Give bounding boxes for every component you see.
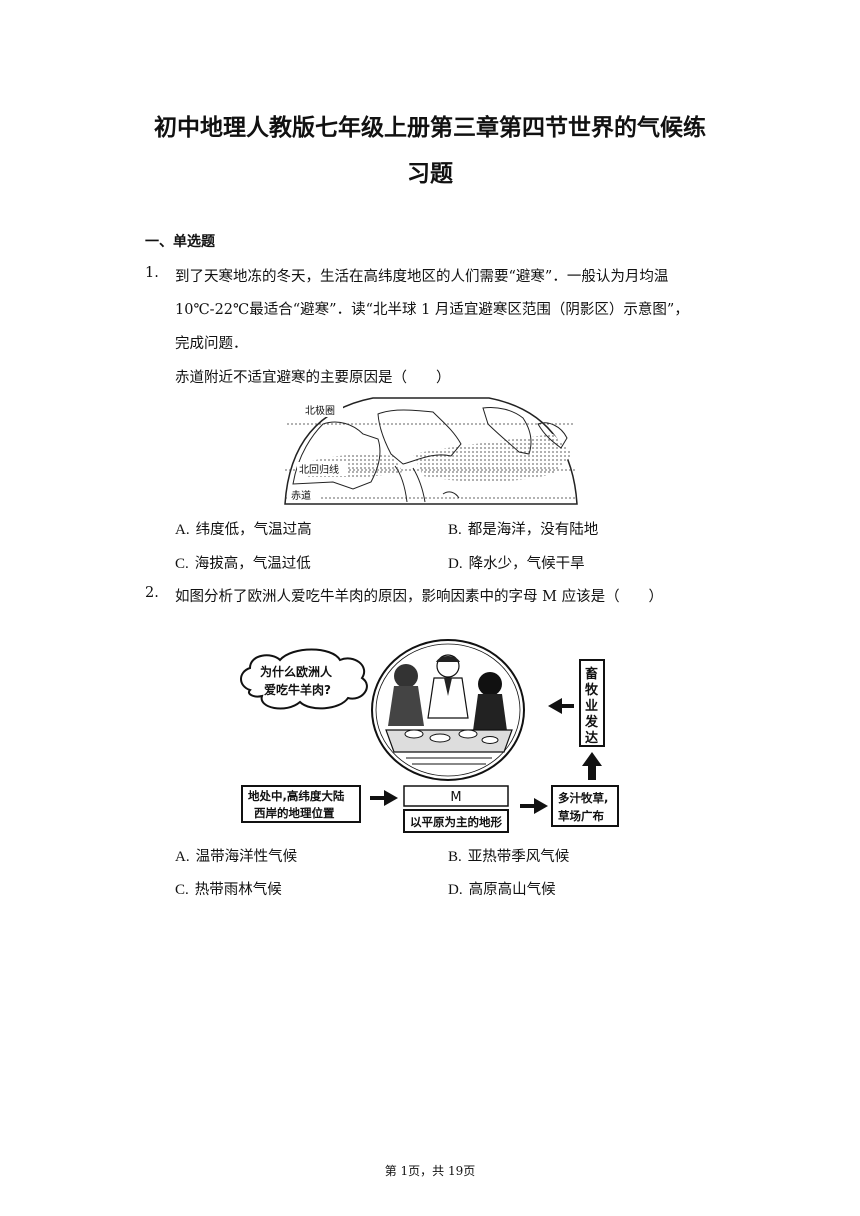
q1-stem-line: 完成问题． bbox=[175, 336, 248, 352]
q1-option-b[interactable]: B.都是海洋，没有陆地 bbox=[448, 522, 599, 538]
q1-stem-line: 10℃-22℃最适合“避寒”．读“北半球 1 月适宜避寒区范围（阴影区）示意图”… bbox=[175, 302, 689, 318]
bubble-line-1: 为什么欧洲人 bbox=[260, 664, 333, 679]
section-heading: 一、单选题 bbox=[145, 234, 215, 250]
q2-stem-line: 如图分析了欧洲人爱吃牛羊肉的原因，影响因素中的字母 M 应该是（ ） bbox=[175, 589, 664, 605]
livestock-char: 畜 bbox=[585, 666, 598, 682]
q2-option-d[interactable]: D.高原高山气候 bbox=[448, 882, 556, 898]
q2-option-c[interactable]: C.热带雨林气候 bbox=[175, 882, 282, 898]
m-box-label: M bbox=[450, 790, 461, 805]
grass-line-2: 草场广布 bbox=[558, 809, 604, 823]
arrow-up bbox=[582, 752, 602, 780]
livestock-char: 达 bbox=[585, 730, 598, 746]
q1-question: 赤道附近不适宜避寒的主要原因是（ ） bbox=[175, 370, 451, 386]
q2-number: 2. bbox=[145, 585, 159, 601]
livestock-char: 发 bbox=[584, 714, 599, 730]
q1-map-figure: 北极圈 北回归线 赤道 bbox=[284, 397, 578, 505]
q1-stem-line: 到了天寒地冻的冬天，生活在高纬度地区的人们需要“避寒”．一般认为月均温 bbox=[175, 269, 669, 285]
livestock-char: 牧 bbox=[585, 682, 599, 698]
livestock-char: 业 bbox=[585, 698, 598, 714]
q2-option-b[interactable]: B.亚热带季风气候 bbox=[448, 849, 570, 865]
grass-line-1: 多汁牧草, bbox=[558, 791, 608, 805]
map-label-tropic: 北回归线 bbox=[299, 463, 339, 476]
location-line-1: 地处中,高纬度大陆 bbox=[248, 789, 345, 803]
dining-illustration bbox=[371, 639, 525, 781]
location-line-2: 西岸的地理位置 bbox=[254, 806, 335, 820]
q1-option-d[interactable]: D.降水少，气候干旱 bbox=[448, 556, 585, 572]
bubble-line-2: 爱吃牛羊肉? bbox=[264, 682, 331, 697]
q2-option-a[interactable]: A.温带海洋性气候 bbox=[175, 849, 298, 865]
q1-number: 1. bbox=[145, 265, 159, 281]
map-label-equator: 赤道 bbox=[291, 489, 311, 502]
page-footer: 第 1页，共 19页 bbox=[384, 1164, 476, 1178]
q1-option-a[interactable]: A.纬度低，气温过高 bbox=[175, 522, 312, 538]
page-title: 初中地理人教版七年级上册第三章第四节世界的气候练 bbox=[154, 115, 706, 141]
terrain-box-label: 以平原为主的地形 bbox=[410, 815, 502, 829]
q1-option-c[interactable]: C.海拔高，气温过低 bbox=[175, 556, 311, 572]
q2-flow-diagram: 为什么欧洲人 爱吃牛羊肉? 畜 牧 业 发 达 地处中,高纬度大陆 西岸的地理位… bbox=[240, 639, 619, 833]
arrow-left bbox=[548, 698, 574, 714]
page-title-cont: 习题 bbox=[407, 161, 453, 187]
arrow-right bbox=[370, 790, 398, 806]
arrow-right bbox=[520, 798, 548, 814]
map-label-arctic: 北极圈 bbox=[305, 404, 335, 417]
